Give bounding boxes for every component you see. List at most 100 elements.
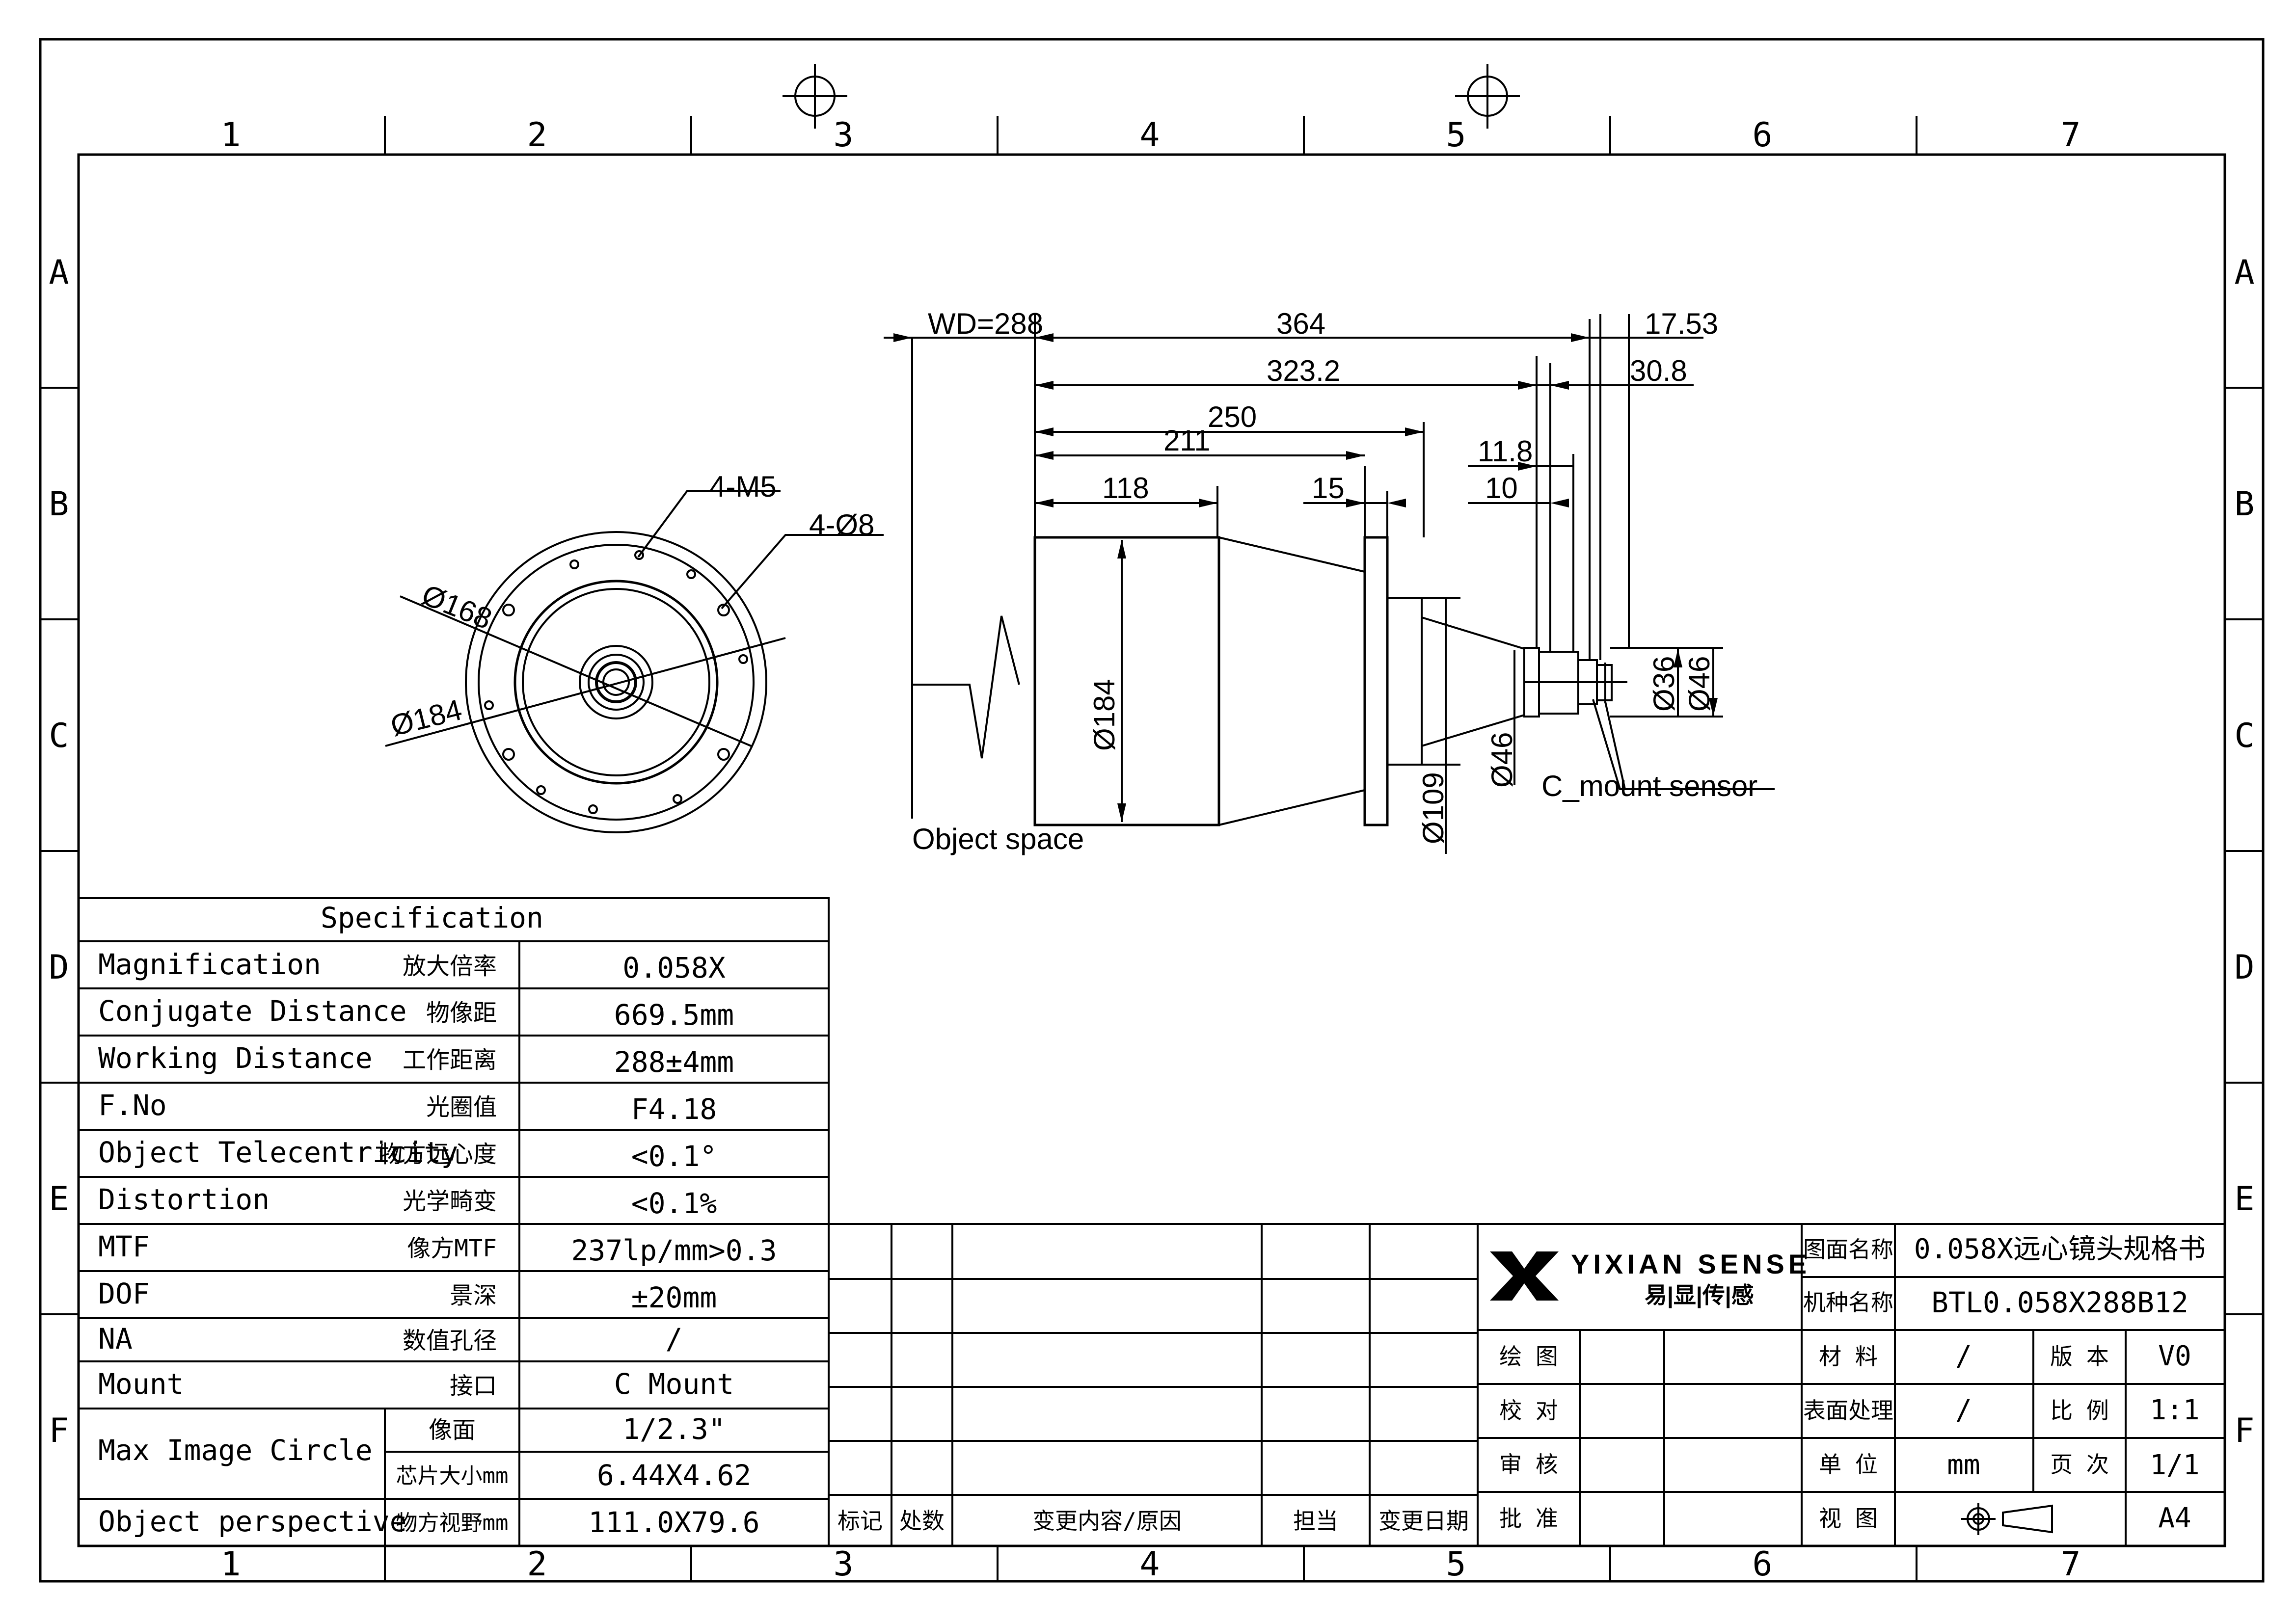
spec-en: Object Telecentricity (98, 1136, 458, 1169)
dim-working-distance: WD=288 (928, 307, 1043, 340)
spec-zh: 数值孔径 (403, 1327, 497, 1355)
logo-text: YIXIAN SENSE (1571, 1249, 1810, 1279)
row-label: B (2235, 485, 2255, 524)
revision-header: 变更内容/原因 (1032, 1508, 1182, 1534)
spec-value: 111.0X79.6 (588, 1506, 759, 1539)
spec-zh: 芯片大小mm (396, 1463, 509, 1489)
grid-row-ticks (40, 387, 2263, 1315)
spec-table: Specification Magnification 放大倍率 0.058X … (98, 901, 777, 1539)
front-view-labels: 4-M5 4-Ø8 Ø168 Ø184 (387, 470, 874, 743)
spec-value: 1/2.3" (622, 1412, 726, 1446)
unit-value: mm (1947, 1449, 1980, 1481)
dim-30-8: 30.8 (1630, 354, 1687, 387)
dim-11-8: 11.8 (1478, 435, 1533, 468)
spec-value: 669.5mm (614, 998, 734, 1032)
revision-table: 标记 处数 变更内容/原因 担当 变更日期 (837, 1508, 1469, 1534)
model-name: BTL0.058X288B12 (1931, 1286, 2188, 1319)
row-label: D (2235, 948, 2255, 987)
side-view (884, 314, 1775, 854)
hole-label: 4-Ø8 (809, 508, 874, 541)
spec-en: Working Distance (98, 1041, 373, 1075)
spec-zh: 景深 (450, 1282, 497, 1309)
yixian-sense-logo: YIXIAN SENSE 易|显|传|感 (1490, 1249, 1810, 1308)
projection-symbol-icon (1961, 1503, 2053, 1535)
row-label: A (49, 253, 69, 292)
logo-x-icon (1490, 1251, 1559, 1301)
spec-value: C Mount (614, 1367, 734, 1401)
scale-value: 1:1 (2150, 1394, 2199, 1426)
row-label: A (2235, 253, 2255, 292)
spec-value: 0.058X (622, 951, 726, 984)
sensor-label: C_mount sensor (1541, 770, 1757, 802)
col-label: 6 (1753, 1545, 1773, 1584)
spec-zh: 光圈值 (426, 1093, 497, 1121)
version-value: V0 (2158, 1340, 2191, 1372)
col-label: 3 (834, 1545, 854, 1584)
model-label: 机种名称 (1803, 1289, 1893, 1316)
revision-header: 处数 (899, 1508, 945, 1534)
row-label: C (2235, 717, 2255, 755)
spec-en: DOF (98, 1277, 150, 1310)
scale-label: 比 例 (2050, 1397, 2109, 1424)
spec-value: <0.1% (631, 1187, 717, 1220)
row-label: E (2235, 1180, 2255, 1219)
col-label: 5 (1446, 116, 1466, 155)
dim-diameter-109: Ø109 (1417, 772, 1450, 844)
check-label: 校 对 (1499, 1397, 1558, 1424)
spec-zh: 物方视野mm (396, 1511, 509, 1536)
spec-value: ±20mm (631, 1281, 717, 1314)
spec-en: NA (98, 1322, 133, 1356)
surface-value: / (1955, 1394, 1972, 1426)
col-label: 1 (221, 1545, 241, 1584)
row-labels-right: A B C D E F (2235, 253, 2255, 1450)
dim-211: 211 (1163, 424, 1211, 457)
row-label: D (49, 948, 69, 987)
dim-118: 118 (1102, 472, 1149, 505)
spec-zh: 放大倍率 (403, 953, 497, 980)
view-label: 视 图 (1819, 1505, 1878, 1532)
version-label: 版 本 (2050, 1343, 2109, 1370)
col-label: 4 (1140, 116, 1160, 155)
dim-diameter-46-b: Ø46 (1683, 656, 1716, 712)
revision-header: 标记 (837, 1508, 883, 1534)
dim-15: 15 (1312, 472, 1345, 505)
row-label: F (2235, 1411, 2255, 1450)
column-labels-top: 1 2 3 4 5 6 7 (221, 116, 2081, 155)
spec-zh: 物像距 (426, 999, 497, 1027)
title-block-grid (1478, 1223, 2225, 1546)
review-label: 审 核 (1499, 1451, 1558, 1478)
spec-value: <0.1° (631, 1140, 717, 1173)
material-label: 材 料 (1819, 1343, 1878, 1370)
col-label: 3 (834, 116, 854, 155)
drawing-name-label: 图面名称 (1803, 1236, 1893, 1263)
spec-value: / (666, 1322, 683, 1356)
title-block: 图面名称 0.058X远心镜头规格书 机种名称 BTL0.058X288B12 … (1499, 1233, 2206, 1534)
row-labels-left: A B C D E F (49, 253, 69, 1450)
dim-250: 250 (1208, 400, 1257, 433)
col-label: 4 (1140, 1545, 1160, 1584)
material-value: / (1955, 1340, 1972, 1372)
col-label: 2 (527, 116, 547, 155)
col-label: 7 (2061, 116, 2081, 155)
grid-column-ticks (384, 116, 1918, 1581)
spec-value: F4.18 (631, 1092, 717, 1126)
surface-label: 表面处理 (1803, 1397, 1893, 1424)
col-label: 5 (1446, 1545, 1466, 1584)
spec-zh: 像面 (429, 1416, 476, 1444)
spec-zh: 接口 (450, 1372, 497, 1400)
column-labels-bottom: 1 2 3 4 5 6 7 (221, 1545, 2081, 1584)
spec-en: MTF (98, 1230, 150, 1263)
revision-header: 担当 (1293, 1508, 1338, 1534)
sheet-border (39, 38, 2265, 1583)
spec-en: Conjugate Distance (98, 994, 407, 1028)
revision-table-grid (829, 1223, 1479, 1546)
unit-label: 单 位 (1819, 1451, 1878, 1478)
spec-value: 6.44X4.62 (597, 1459, 751, 1492)
spec-value: 288±4mm (614, 1045, 734, 1079)
spec-en: Distortion (98, 1183, 270, 1216)
logo-sub: 易|显|传|感 (1645, 1282, 1754, 1308)
dim-10: 10 (1485, 472, 1518, 505)
dim-diameter-46-a: Ø46 (1486, 732, 1518, 788)
centering-mark-icon (1455, 64, 1520, 129)
spec-zh: 物方远心度 (379, 1141, 497, 1168)
